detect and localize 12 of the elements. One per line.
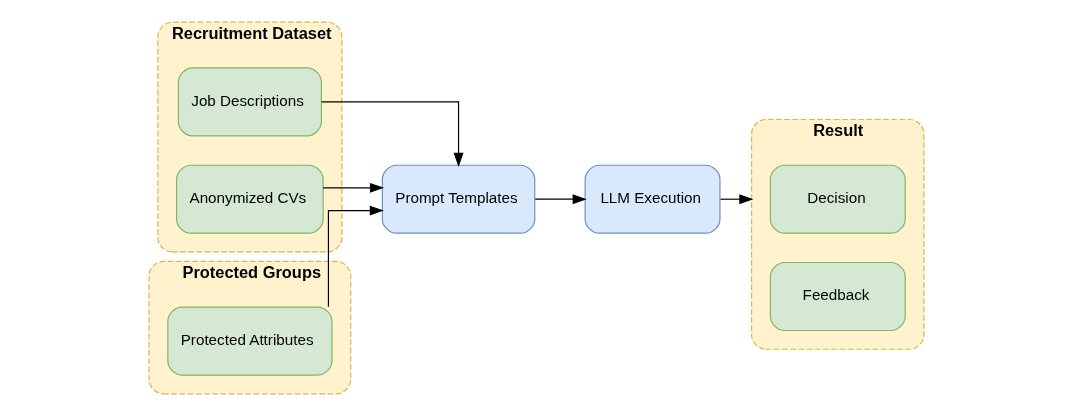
node-box: Feedback [769,261,906,332]
node-box: Prompt Templates [381,164,535,234]
node-box: Decision [769,164,906,234]
arrow [327,205,384,308]
arrow [719,194,753,205]
arrow [534,194,587,205]
node-box: Anonymized CVs [175,164,324,234]
arrow [320,101,463,167]
node-box: Job Descriptions [177,67,322,137]
arrow [322,182,384,193]
node-box: LLM Execution [584,164,721,234]
node-box: Protected Attributes [166,306,333,376]
